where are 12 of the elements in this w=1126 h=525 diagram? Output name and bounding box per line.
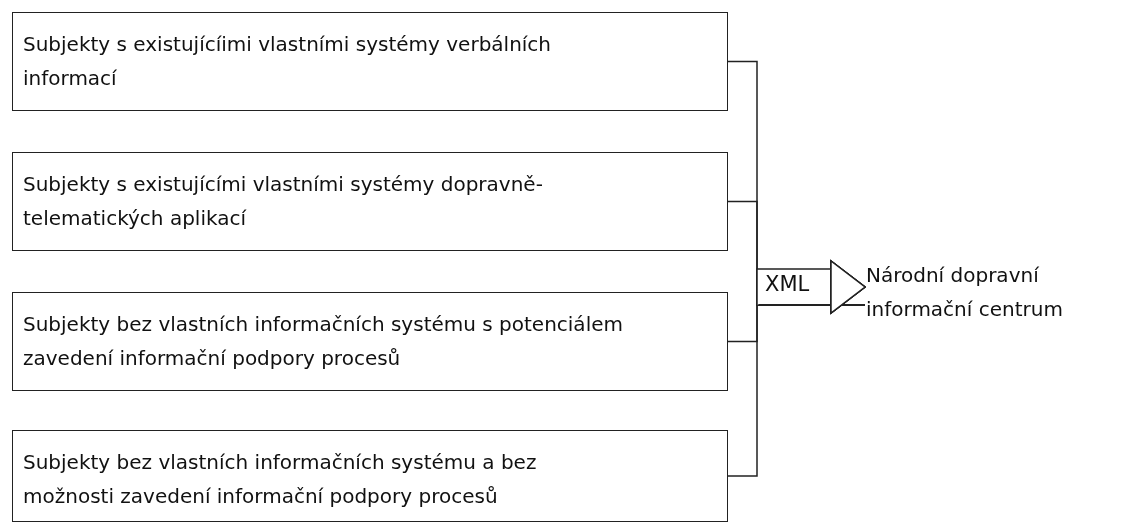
box-text: Subjekty s existujícíimi vlastními systémy verbálních informací [23, 31, 553, 92]
box-text: Subjekty bez vlastních informačních systému s potenciálem zavedení informační podpory procesů [23, 311, 624, 372]
connector-line [727, 260, 866, 477]
box-text: Subjekty s existujícími vlastními systémy dopravně-telematických aplikací [23, 171, 544, 232]
arrow-label: XML [765, 272, 810, 296]
entity-box [12, 12, 728, 111]
target-label: Národní dopravní informační centrum [866, 262, 1064, 323]
block-arrow [756, 268, 832, 306]
entity-box [12, 292, 728, 391]
box-text: Subjekty bez vlastních informačních systému a bez možnosti zavedení informační podpory procesů [23, 449, 538, 510]
entity-box [12, 152, 728, 251]
entity-box [12, 430, 728, 522]
